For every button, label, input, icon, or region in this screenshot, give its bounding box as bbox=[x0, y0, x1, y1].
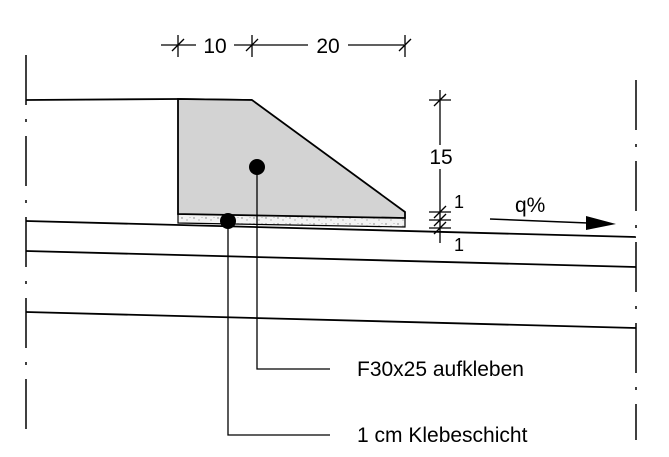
curb-element bbox=[177, 98, 406, 219]
adhesive-leader-dot bbox=[220, 213, 236, 229]
dimension-label-15: 15 bbox=[429, 146, 452, 169]
dimension-label-1-upper: 1 bbox=[454, 192, 464, 212]
slope-arrow-shaft bbox=[489, 218, 589, 224]
element-leader-line bbox=[256, 167, 330, 370]
slope-label: q% bbox=[515, 194, 545, 217]
element-leader-dot bbox=[249, 159, 265, 175]
pavement-top-line bbox=[25, 220, 637, 238]
vertical-dimension-chain bbox=[429, 90, 451, 243]
pavement-layer-line-1 bbox=[25, 250, 637, 268]
adhesive-leader-line bbox=[227, 221, 330, 436]
pavement-layer-line-2 bbox=[25, 311, 637, 329]
dimension-label-1-lower: 1 bbox=[454, 235, 464, 255]
slope-arrow-head bbox=[586, 216, 616, 230]
dimension-label-20: 20 bbox=[316, 35, 339, 58]
element-callout-label: F30x25 aufkleben bbox=[357, 358, 524, 381]
dimension-label-10: 10 bbox=[203, 35, 226, 58]
adhesive-callout-label: 1 cm Klebeschicht bbox=[357, 424, 528, 447]
